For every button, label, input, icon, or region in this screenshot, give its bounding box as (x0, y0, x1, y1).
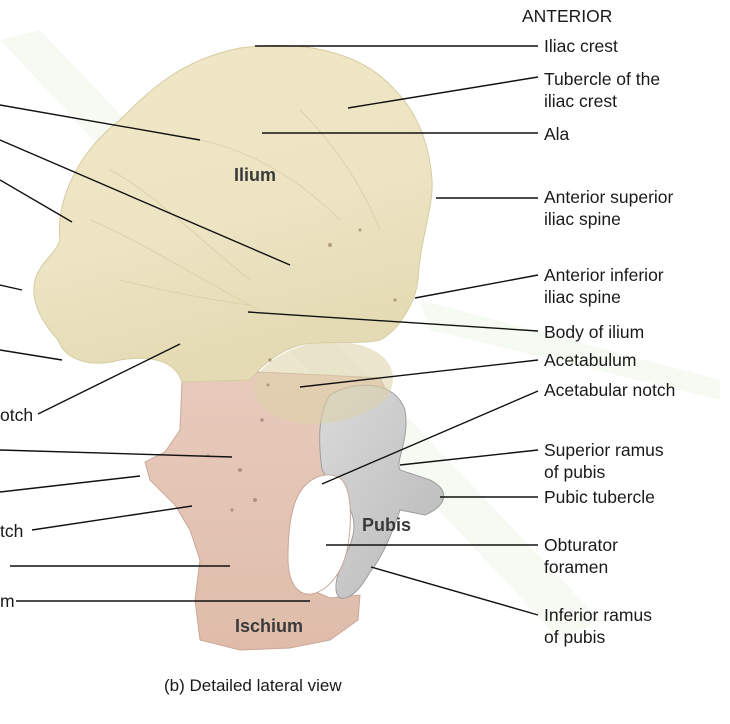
ilium-bone (33, 44, 433, 383)
label-body-of-ilium: Body of ilium (544, 322, 644, 342)
figure-caption: (b) Detailed lateral view (164, 676, 342, 695)
ilium-texture (89, 109, 381, 311)
acetabulum-shape (253, 341, 393, 424)
left-label-notch-1: otch (0, 405, 33, 425)
left-label-notch-2: tch (0, 521, 23, 541)
pubis-region-label: Pubis (362, 515, 411, 535)
ischium-region-label: Ischium (235, 616, 303, 636)
label-pubic-tubercle: Pubic tubercle (544, 487, 655, 507)
label-acetabulum: Acetabulum (544, 350, 636, 370)
left-leader-lines (0, 104, 310, 602)
orientation-label: ANTERIOR (522, 6, 612, 26)
ilium-region-label: Ilium (234, 165, 276, 185)
left-label-m: m (0, 591, 15, 611)
label-acetabular-notch: Acetabular notch (544, 380, 675, 400)
left-labels: otch tch m (0, 405, 33, 611)
right-leader-lines (247, 45, 539, 616)
label-iliac-crest: Iliac crest (544, 36, 618, 56)
label-ala: Ala (544, 124, 570, 144)
